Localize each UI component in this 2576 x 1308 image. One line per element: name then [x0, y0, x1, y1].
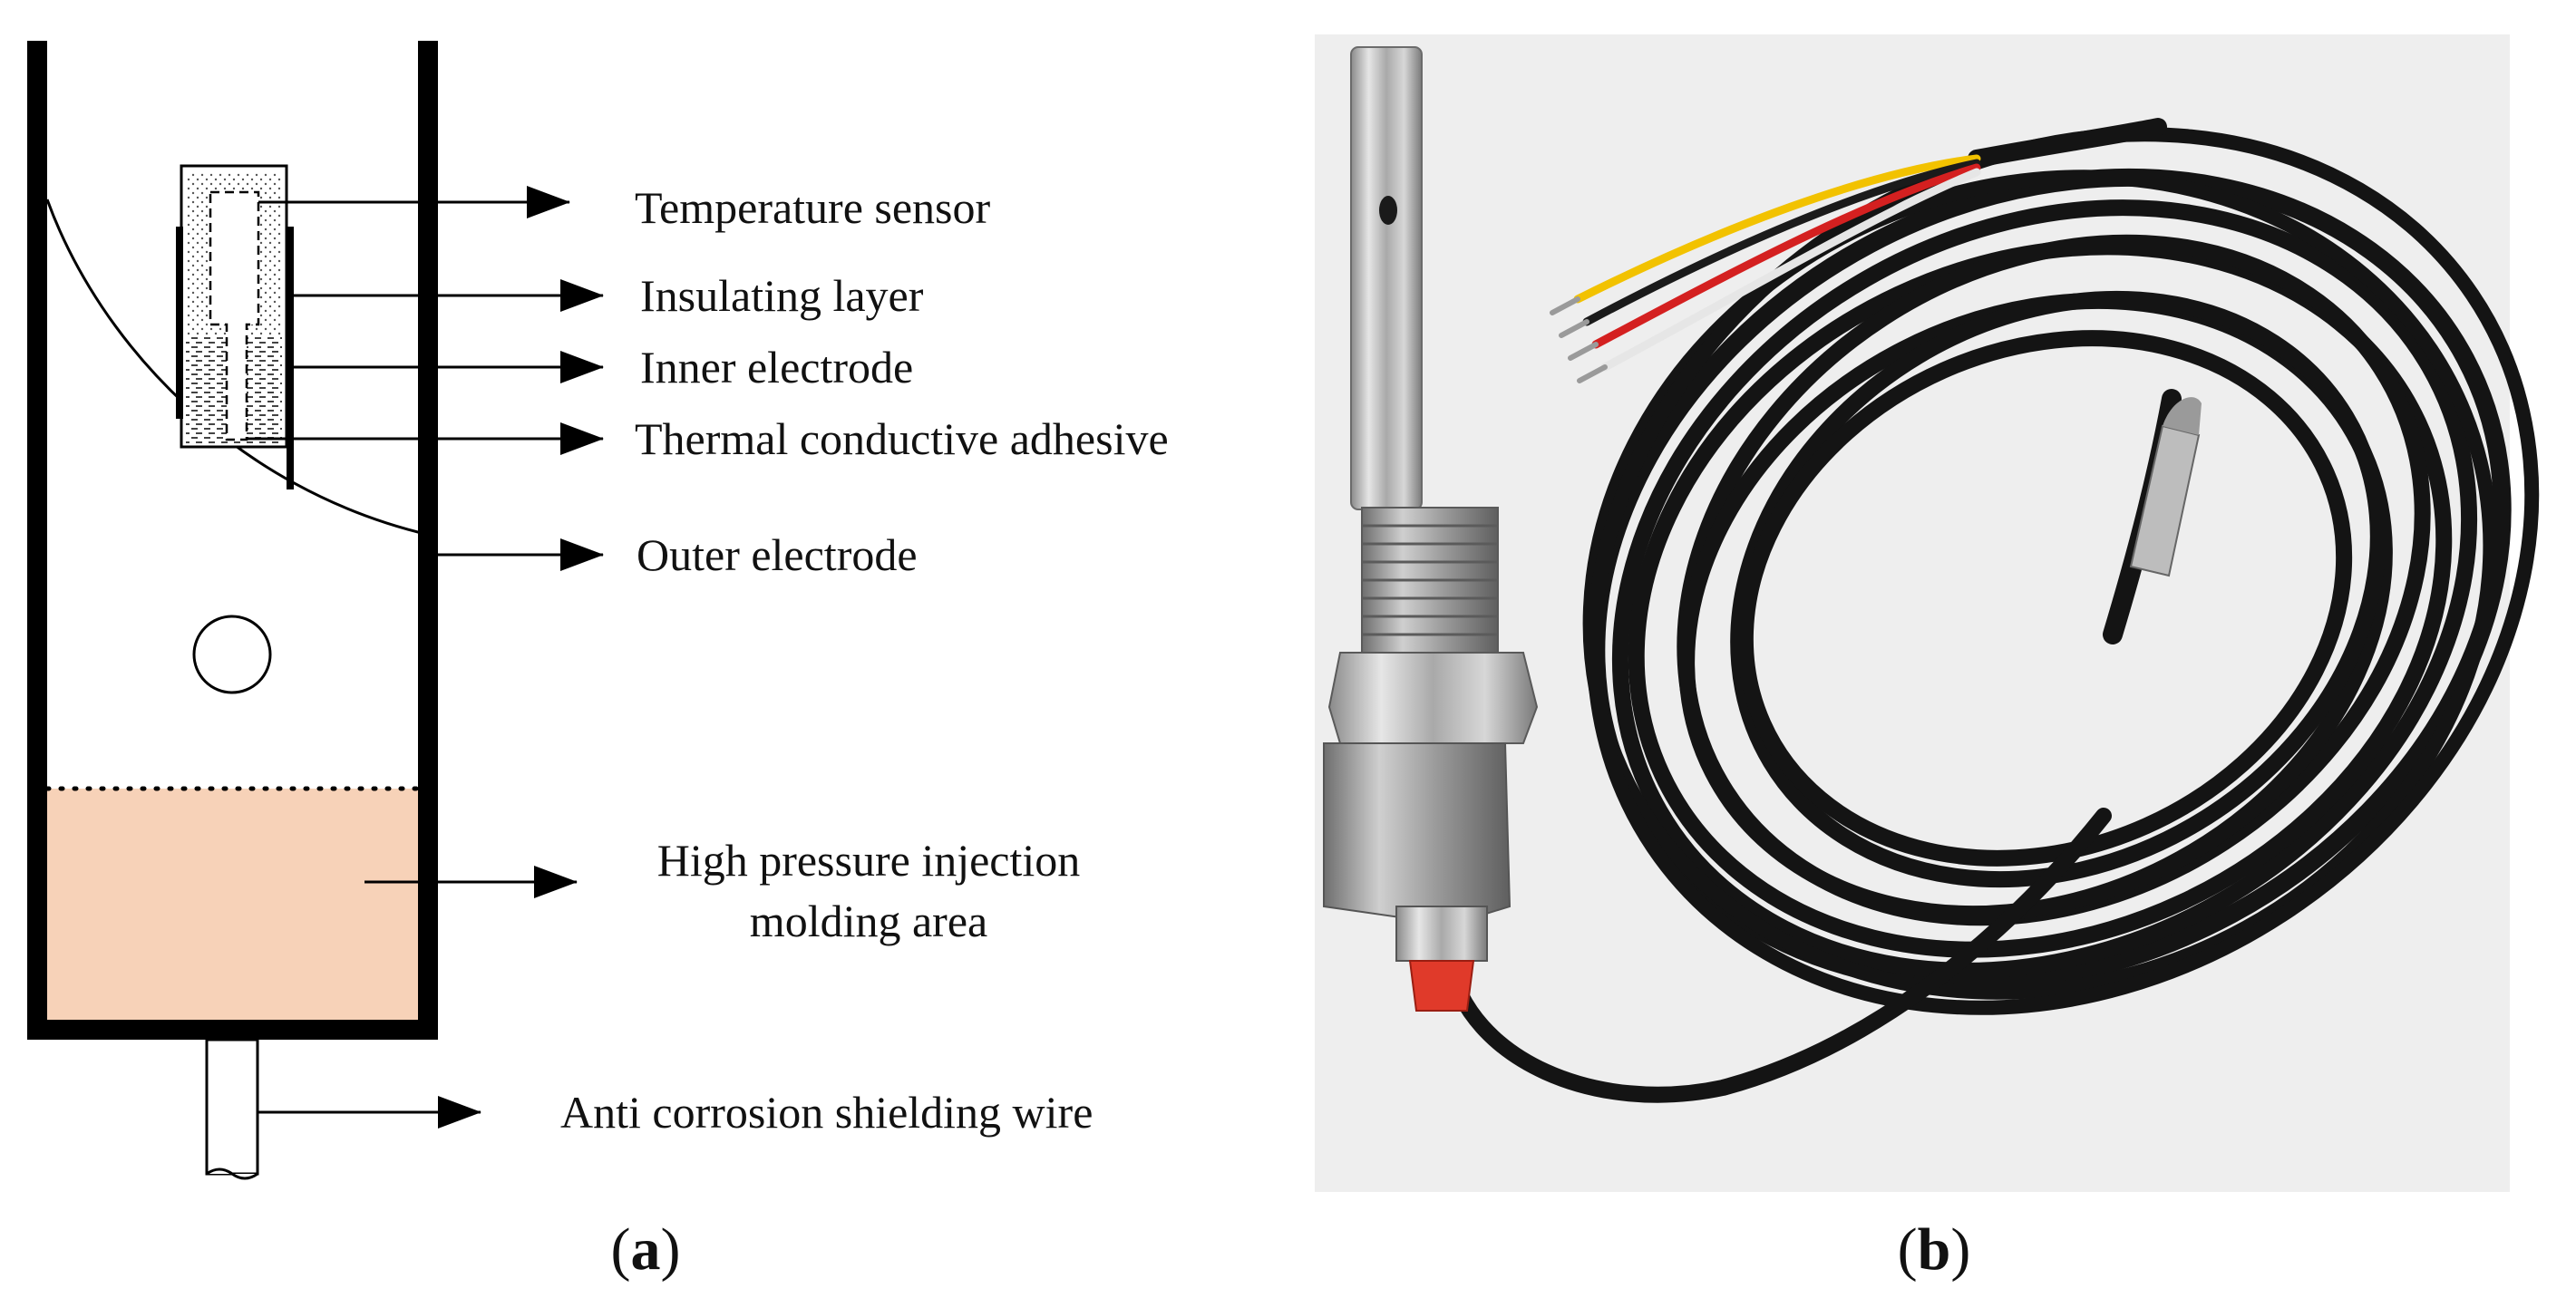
label-outer-electrode: Outer electrode	[637, 529, 918, 580]
caption-a: (a)	[611, 1216, 681, 1283]
label-insulating-layer: Insulating layer	[640, 270, 924, 321]
label-shielding-wire: Anti corrosion shielding wire	[560, 1087, 1093, 1138]
side-hole	[192, 615, 272, 694]
cable-coil	[1441, 118, 2540, 1103]
label-injection-line2: molding area	[750, 896, 987, 946]
molding-area	[47, 789, 429, 1024]
sensor-assembly	[176, 164, 294, 489]
housing-left-wall	[27, 41, 47, 1038]
colored-wires	[1550, 154, 1981, 383]
housing-right-wall	[418, 41, 438, 1038]
label-temperature-sensor: Temperature sensor	[635, 182, 991, 233]
label-inner-electrode: Inner electrode	[640, 342, 913, 392]
sensor-probe	[1323, 46, 1539, 1012]
cable-label-sleeve	[2129, 397, 2202, 577]
label-injection-line1: High pressure injection	[657, 835, 1081, 886]
caption-b: (b)	[1898, 1216, 1971, 1283]
housing-bottom-wall	[27, 1020, 438, 1040]
panel-b-photo: (b)	[1315, 34, 2540, 1283]
shielding-wire	[205, 1038, 259, 1180]
panel-a-diagram: Temperature sensor Insulating layer Inne…	[27, 41, 1169, 1283]
label-thermal-adhesive: Thermal conductive adhesive	[635, 413, 1169, 464]
